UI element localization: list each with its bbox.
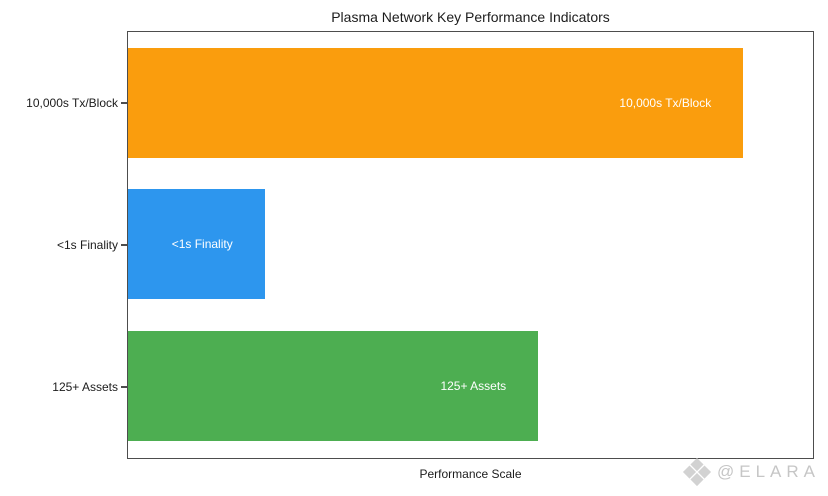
bar-tx-block: 10,000s Tx/Block [128, 47, 744, 158]
y-tick-label-assets: 125+ Assets [52, 379, 118, 394]
y-tick-mark [121, 244, 127, 246]
chart-title: Plasma Network Key Performance Indicator… [331, 9, 610, 25]
bar-label-finality: <1s Finality [171, 237, 233, 252]
bar-assets: 125+ Assets [128, 330, 539, 441]
bar-finality: <1s Finality [128, 189, 265, 300]
plot-area: 10,000s Tx/Block <1s Finality 125+ Asset… [127, 31, 814, 459]
y-tick-label-tx-block: 10,000s Tx/Block [26, 96, 118, 111]
bar-label-tx-block: 10,000s Tx/Block [619, 95, 712, 110]
bar-label-assets: 125+ Assets [440, 378, 507, 393]
y-tick-label-finality: <1s Finality [56, 238, 118, 252]
y-tick-mark [121, 102, 127, 105]
x-axis-label: Performance Scale [419, 467, 522, 481]
y-tick-mark [121, 385, 127, 388]
